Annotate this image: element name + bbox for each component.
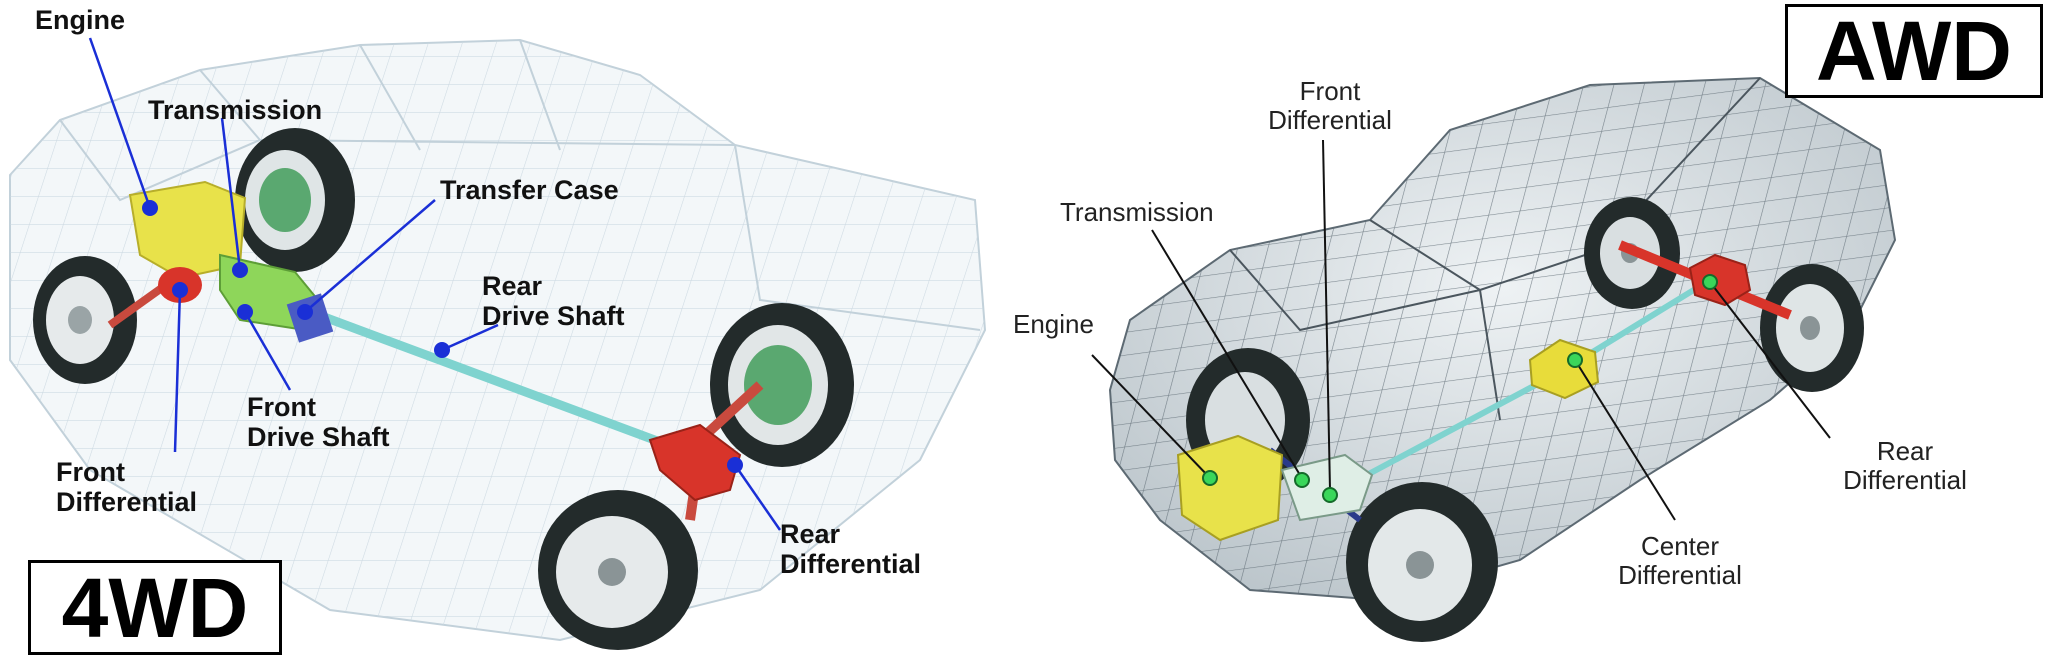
center-differential-awd bbox=[1528, 338, 1600, 400]
rear-differential-4wd bbox=[648, 423, 742, 502]
label-awd-center-differential-line2: Differential bbox=[1618, 559, 1742, 590]
badge-awd: AWD bbox=[1785, 4, 2043, 98]
rear-drive-shaft-4wd bbox=[298, 303, 662, 447]
badge-4wd: 4WD bbox=[28, 560, 282, 655]
label-4wd-front-drive-shaft-line1: Front bbox=[247, 392, 316, 422]
wheel-4wd-front-right bbox=[538, 490, 698, 650]
label-4wd-front-differential: Front Differential bbox=[56, 457, 198, 517]
label-awd-center-differential: Center Differential bbox=[1590, 532, 1770, 589]
rear-differential-awd bbox=[1688, 253, 1752, 307]
label-awd-rear-differential-line1: Rear bbox=[1876, 436, 1934, 466]
panel-4wd bbox=[9, 37, 987, 650]
label-4wd-front-drive-shaft: Front Drive Shaft bbox=[247, 392, 390, 452]
label-4wd-rear-drive-shaft: Rear Drive Shaft bbox=[482, 271, 625, 331]
panel-awd bbox=[1091, 76, 1897, 642]
wheel-awd-front-right bbox=[1346, 482, 1498, 642]
markers-awd bbox=[1202, 274, 1718, 503]
wheel-4wd-front-left bbox=[33, 256, 137, 384]
label-awd-front-differential-line2: Differential bbox=[1268, 104, 1392, 135]
label-awd-rear-differential-line2: Differential bbox=[1843, 464, 1967, 495]
label-4wd-front-differential-line2: Differential bbox=[56, 486, 198, 517]
label-4wd-rear-differential-line1: Rear bbox=[780, 519, 841, 549]
transmission-awd bbox=[1280, 453, 1374, 522]
engine-block-awd bbox=[1176, 434, 1284, 542]
label-4wd-rear-drive-shaft-line2: Drive Shaft bbox=[482, 300, 625, 331]
wheel-4wd-rear-left bbox=[235, 128, 355, 272]
wheel-awd-rear-right bbox=[1760, 264, 1864, 392]
label-awd-transmission: Transmission bbox=[1060, 197, 1214, 227]
label-4wd-engine: Engine bbox=[35, 5, 126, 35]
leader-lines-4wd bbox=[88, 37, 782, 531]
label-awd-front-differential: Front Differential bbox=[1260, 77, 1400, 134]
label-4wd-rear-drive-shaft-line1: Rear bbox=[482, 271, 543, 301]
markers-4wd bbox=[142, 200, 743, 473]
label-4wd-rear-differential-line2: Differential bbox=[780, 548, 922, 579]
label-4wd-transmission: Transmission bbox=[148, 95, 323, 125]
label-4wd-front-differential-line1: Front bbox=[56, 457, 125, 487]
label-4wd-transfer-case: Transfer Case bbox=[440, 175, 619, 205]
label-awd-engine: Engine bbox=[1013, 309, 1094, 339]
wheel-4wd-rear-right bbox=[710, 303, 854, 467]
label-4wd-rear-differential: Rear Differential bbox=[780, 519, 922, 579]
label-awd-rear-differential: Rear Differential bbox=[1815, 437, 1995, 494]
label-4wd-front-drive-shaft-line2: Drive Shaft bbox=[247, 421, 390, 452]
label-awd-front-differential-line1: Front bbox=[1299, 76, 1361, 106]
label-awd-center-differential-line1: Center bbox=[1640, 531, 1720, 561]
leader-lines-awd bbox=[1091, 139, 1831, 521]
